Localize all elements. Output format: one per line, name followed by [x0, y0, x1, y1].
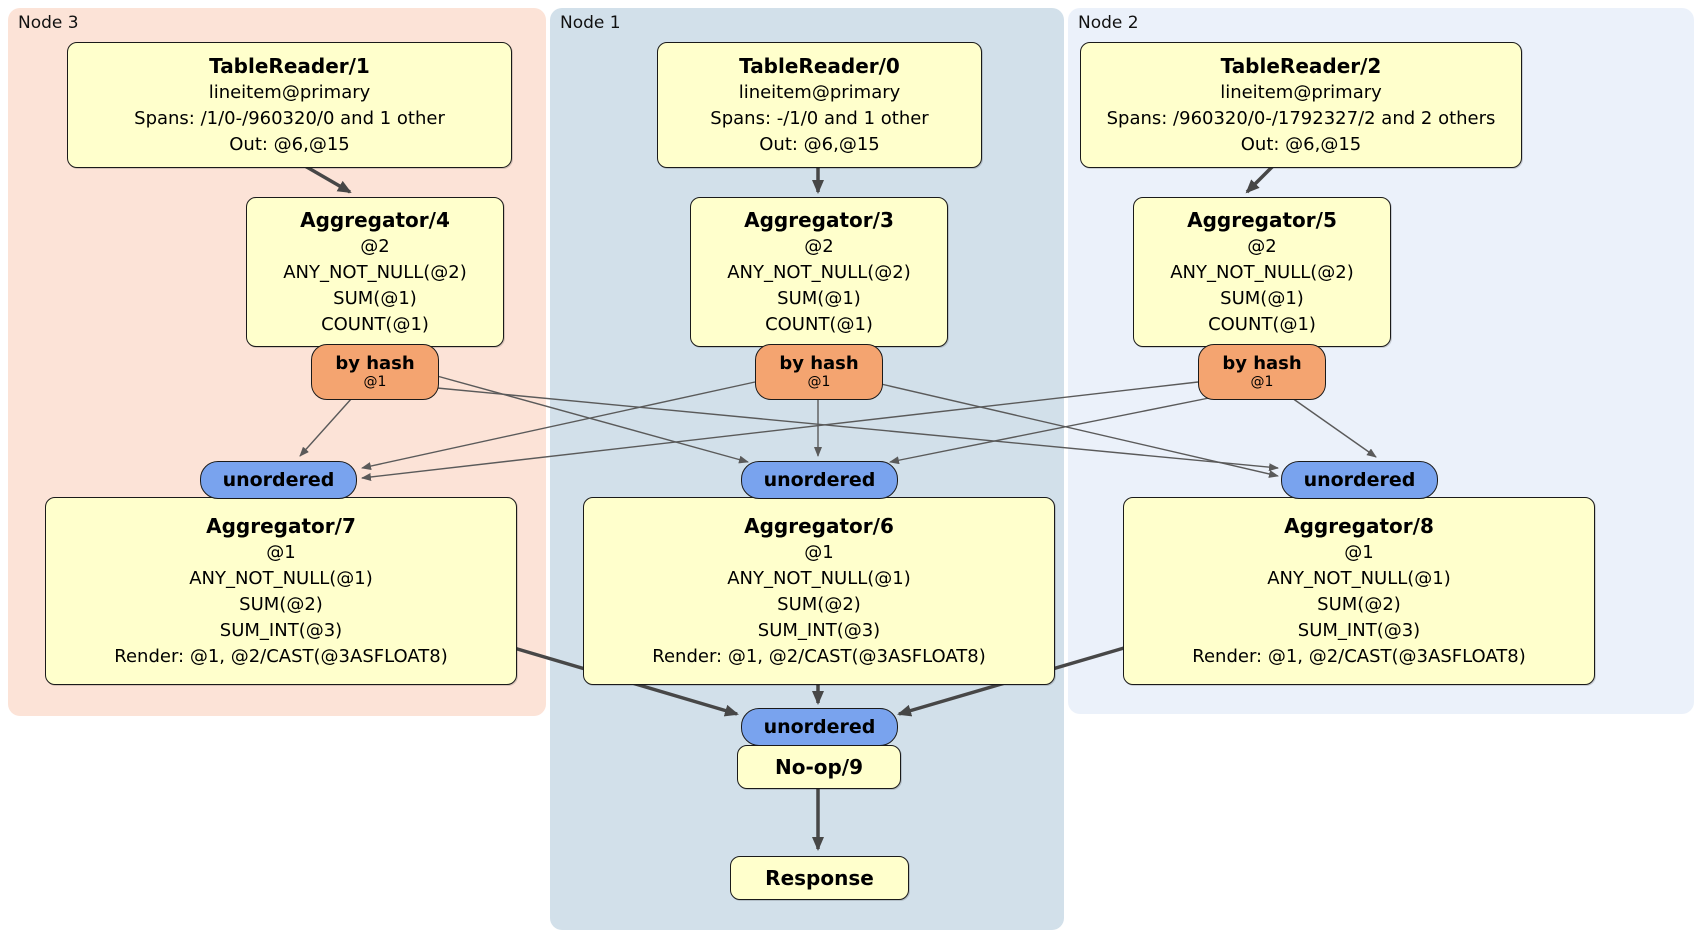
sync-label: unordered — [222, 469, 335, 491]
processor-detail: COUNT(@1) — [321, 313, 429, 335]
router-label: by hash — [335, 353, 415, 374]
processor-detail: Spans: /960320/0-/1792327/2 and 2 others — [1106, 107, 1496, 129]
processor-tablereader-2: TableReader/2 lineitem@primary Spans: /9… — [1080, 42, 1522, 168]
band-label-node3: Node 3 — [18, 13, 79, 33]
processor-aggregator-6: Aggregator/6 @1 ANY_NOT_NULL(@1) SUM(@2)… — [583, 497, 1055, 685]
processor-detail: Out: @6,@15 — [229, 133, 350, 155]
processor-title: No-op/9 — [774, 754, 864, 779]
processor-title: Aggregator/8 — [1284, 513, 1434, 538]
processor-detail: ANY_NOT_NULL(@1) — [727, 567, 911, 589]
edge-hash1-to-unordered-left — [361, 381, 756, 470]
processor-detail: COUNT(@1) — [765, 313, 873, 335]
processor-detail: Render: @1, @2/CAST(@3ASFLOAT8) — [114, 645, 448, 667]
edge-hash3-to-unordered-right — [436, 387, 1279, 472]
router-by-hash-node2: by hash @1 — [1198, 344, 1326, 400]
processor-detail: lineitem@primary — [208, 81, 371, 103]
router-by-hash-node1: by hash @1 — [755, 344, 883, 400]
processor-detail: SUM(@2) — [239, 593, 323, 615]
edge-tr2-to-agg5 — [1245, 164, 1275, 194]
sync-label: unordered — [763, 469, 876, 491]
sync-unordered-right: unordered — [1281, 461, 1438, 499]
processor-aggregator-5: Aggregator/5 @2 ANY_NOT_NULL(@2) SUM(@1)… — [1133, 197, 1391, 347]
sync-unordered-center: unordered — [741, 461, 898, 499]
band-label-node2: Node 2 — [1078, 13, 1139, 33]
sync-label: unordered — [763, 716, 876, 738]
processor-detail: COUNT(@1) — [1208, 313, 1316, 335]
processor-detail: SUM(@2) — [1317, 593, 1401, 615]
router-label: by hash — [1222, 353, 1302, 374]
processor-detail: SUM(@2) — [777, 593, 861, 615]
router-by-hash-node3: by hash @1 — [311, 344, 439, 400]
processor-detail: ANY_NOT_NULL(@1) — [1267, 567, 1451, 589]
processor-detail: ANY_NOT_NULL(@2) — [727, 261, 911, 283]
processor-detail: @1 — [804, 541, 834, 563]
processor-noop-9: No-op/9 — [737, 745, 901, 789]
band-label-node1: Node 1 — [560, 13, 621, 33]
processor-aggregator-7: Aggregator/7 @1 ANY_NOT_NULL(@1) SUM(@2)… — [45, 497, 517, 685]
processor-detail: Spans: /1/0-/960320/0 and 1 other — [134, 107, 445, 129]
processor-detail: Spans: -/1/0 and 1 other — [710, 107, 929, 129]
processor-detail: Out: @6,@15 — [1240, 133, 1362, 155]
processor-aggregator-4: Aggregator/4 @2 ANY_NOT_NULL(@2) SUM(@1)… — [246, 197, 504, 347]
processor-detail: lineitem@primary — [1220, 81, 1382, 103]
edge-tr1-to-agg4 — [304, 164, 352, 194]
edge-hash1-to-unordered-right — [880, 383, 1279, 478]
processor-aggregator-3: Aggregator/3 @2 ANY_NOT_NULL(@2) SUM(@1)… — [690, 197, 948, 347]
processor-detail: Render: @1, @2/CAST(@3ASFLOAT8) — [652, 645, 986, 667]
processor-detail: ANY_NOT_NULL(@2) — [283, 261, 467, 283]
processor-title: Aggregator/6 — [744, 513, 894, 538]
processor-detail: ANY_NOT_NULL(@1) — [189, 567, 373, 589]
processor-detail: @2 — [804, 235, 834, 257]
processor-title: Response — [765, 865, 874, 890]
processor-aggregator-8: Aggregator/8 @1 ANY_NOT_NULL(@1) SUM(@2)… — [1123, 497, 1595, 685]
processor-detail: @2 — [360, 235, 390, 257]
processor-detail: SUM_INT(@3) — [757, 619, 881, 641]
router-label: by hash — [779, 353, 859, 374]
processor-detail: Out: @6,@15 — [759, 133, 880, 155]
processor-detail: lineitem@primary — [738, 81, 901, 103]
processor-title: Aggregator/4 — [300, 207, 450, 232]
processor-detail: Render: @1, @2/CAST(@3ASFLOAT8) — [1192, 645, 1526, 667]
sync-label: unordered — [1303, 469, 1416, 491]
processor-detail: ANY_NOT_NULL(@2) — [1170, 261, 1354, 283]
router-detail: @1 — [807, 374, 831, 390]
sync-unordered-final: unordered — [741, 708, 898, 746]
processor-title: Aggregator/7 — [206, 513, 356, 538]
processor-title: TableReader/2 — [1220, 53, 1382, 78]
processor-title: Aggregator/3 — [744, 207, 894, 232]
processor-title: TableReader/1 — [209, 53, 370, 78]
processor-response: Response — [730, 856, 909, 900]
processor-detail: SUM(@1) — [777, 287, 861, 309]
processor-detail: @2 — [1247, 235, 1277, 257]
processor-detail: SUM(@1) — [333, 287, 417, 309]
processor-detail: @1 — [266, 541, 296, 563]
router-detail: @1 — [1250, 374, 1274, 390]
edge-hash2-to-unordered-left — [361, 381, 1199, 481]
edge-hash2-to-unordered-right — [1291, 397, 1377, 458]
processor-title: Aggregator/5 — [1187, 207, 1337, 232]
processor-tablereader-1: TableReader/1 lineitem@primary Spans: /1… — [67, 42, 512, 168]
processor-detail: SUM_INT(@3) — [1297, 619, 1421, 641]
processor-tablereader-0: TableReader/0 lineitem@primary Spans: -/… — [657, 42, 982, 168]
edge-hash3-to-unordered-center — [436, 375, 749, 464]
processor-detail: SUM_INT(@3) — [219, 619, 343, 641]
processor-detail: @1 — [1344, 541, 1374, 563]
edge-hash3-to-unordered-left — [299, 397, 353, 457]
processor-title: TableReader/0 — [739, 53, 900, 78]
router-detail: @1 — [363, 374, 387, 390]
processor-detail: SUM(@1) — [1220, 287, 1304, 309]
sync-unordered-left: unordered — [200, 461, 357, 499]
edge-hash2-to-unordered-center — [889, 396, 1215, 465]
